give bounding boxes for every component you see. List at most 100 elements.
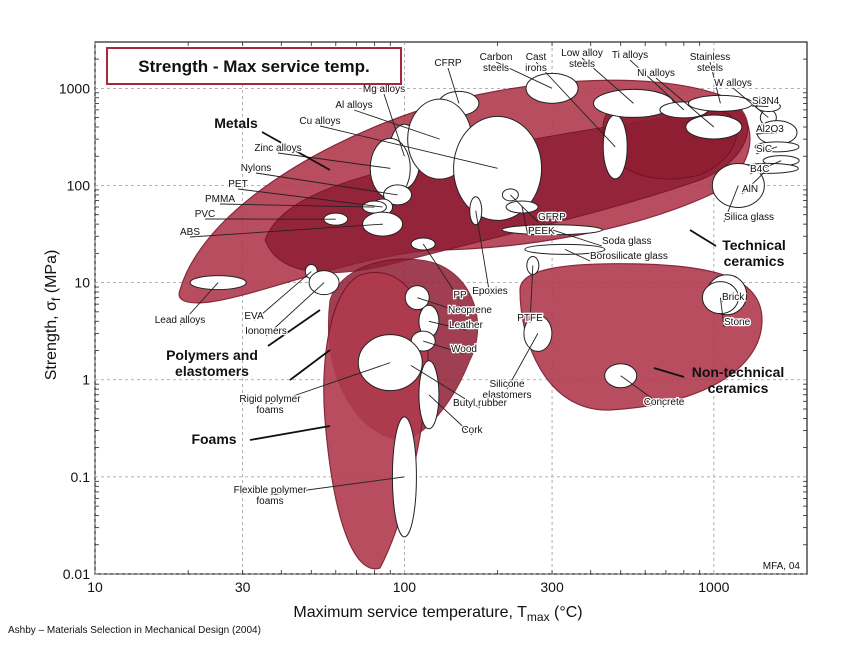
label-ni-alloys: Ni alloys [637, 68, 675, 79]
x-tick-label: 300 [540, 579, 564, 595]
label-neoprene: Neoprene [448, 305, 492, 316]
label-mg-alloys: Mg alloys [363, 84, 405, 95]
x-tick-label: 100 [393, 579, 417, 595]
leader-zinc-alloys [277, 152, 391, 169]
leader-ti-alloys [629, 59, 685, 111]
leader-pp [422, 243, 461, 301]
leader-concrete [620, 375, 665, 408]
leader-borosilicate-glass [564, 248, 591, 262]
leader-peek [521, 206, 529, 237]
leader-gfrp [510, 194, 539, 223]
mfa-annotation: MFA, 04 [763, 561, 801, 572]
label-pvc: PVC [195, 209, 216, 220]
leader-cfrp [447, 67, 460, 104]
group-label-foams: Foams [191, 431, 236, 447]
label-zinc-alloys: Zinc alloys [254, 143, 301, 154]
label-leather: Leather [449, 320, 484, 331]
label-soda-glass: Soda glass [602, 236, 651, 247]
label-ptfe: PTFE [517, 313, 543, 324]
x-tick-label: 30 [235, 579, 251, 595]
leader-flexible-polymer-foams [269, 476, 405, 496]
chart-title-box: Strength - Max service temp. [106, 47, 402, 85]
label-lead-alloys: Lead alloys [155, 315, 206, 326]
leader-al-alloys [353, 109, 440, 140]
leader-stone [719, 297, 725, 328]
group-leader-polymers-and-elastomers [267, 309, 321, 347]
leader-butyl-rubber [410, 365, 481, 409]
y-axis-label: Strength, σf (MPa) [43, 250, 63, 381]
leader-epoxies [475, 210, 491, 297]
label-sic: SiC [756, 144, 772, 155]
leader-ni-alloys [655, 77, 715, 128]
leader-brick [721, 294, 728, 303]
label-pet: PET [228, 179, 247, 190]
source-credit: Ashby – Materials Selection in Mechanica… [8, 625, 261, 636]
group-leader-technical-ceramics [689, 229, 717, 247]
group-label-metals: Metals [214, 115, 258, 131]
leader-cu-alloys [319, 125, 498, 169]
y-tick-label: 0.01 [63, 566, 90, 582]
label-silica-glass: Silica glass [724, 212, 774, 223]
leader-cork [428, 394, 473, 436]
label-stone: Stone [724, 317, 751, 328]
leader-soda-glass [551, 229, 603, 247]
x-tick-label: 1000 [698, 579, 729, 595]
leader-al2o3 [755, 132, 778, 135]
leader-leather [428, 320, 467, 331]
label-ti-alloys: Ti alloys [612, 50, 648, 61]
x-axis-label: Maximum service temperature, Tmax (°C) [293, 604, 582, 624]
leader-low-alloy-steels [581, 57, 634, 104]
label-abs: ABS [180, 227, 200, 238]
label-gfrp: GFRP [538, 212, 566, 223]
leader-ptfe [529, 265, 534, 324]
group-leader-metals [261, 131, 331, 171]
leader-si3n4 [751, 105, 769, 107]
label-al-alloys: Al alloys [335, 100, 372, 111]
y-tick-label: 1 [82, 372, 90, 388]
leader-aln [741, 168, 769, 195]
label-nylons: Nylons [241, 163, 272, 174]
leader-sic [755, 146, 778, 155]
label-ionomers: Ionomers [245, 326, 287, 337]
group-leader-polymers-and-elastomers [289, 349, 331, 381]
label-w-alloys: W alloys [714, 78, 752, 89]
y-tick-label: 10 [74, 275, 90, 291]
leader-wood [423, 340, 465, 355]
y-tick-label: 1000 [59, 80, 90, 96]
non-technical-ceramics-envelope [519, 263, 763, 411]
label-borosilicate-glass: Borosilicate glass [590, 251, 668, 262]
chart-title: Strength - Max service temp. [138, 57, 369, 76]
group-leader-non-technical-ceramics [653, 367, 685, 378]
leader-pmma [219, 203, 375, 208]
label-cu-alloys: Cu alloys [299, 116, 340, 127]
label-eva: EVA [244, 311, 264, 322]
leader-silicone-elastomers [506, 333, 539, 390]
leader-nylons [255, 172, 398, 196]
label-brick: Brick [722, 292, 745, 303]
label-butyl-rubber: Butyl rubber [453, 398, 508, 409]
label-peek: PEEK [528, 226, 555, 237]
leader-mg-alloys [383, 93, 405, 157]
leader-neoprene [417, 297, 471, 316]
leader-eva [253, 271, 312, 322]
leader-lead-alloys [179, 282, 219, 326]
leader-w-alloys [732, 87, 769, 118]
label-cfrp: CFRP [434, 58, 462, 69]
leader-carbon-steels [495, 61, 553, 89]
leader-rigid-polymer-foams [269, 362, 391, 405]
y-tick-label: 100 [67, 177, 91, 193]
bubble-flexible-polymer-foams [391, 416, 417, 538]
label-b4c: B4C [750, 164, 769, 175]
